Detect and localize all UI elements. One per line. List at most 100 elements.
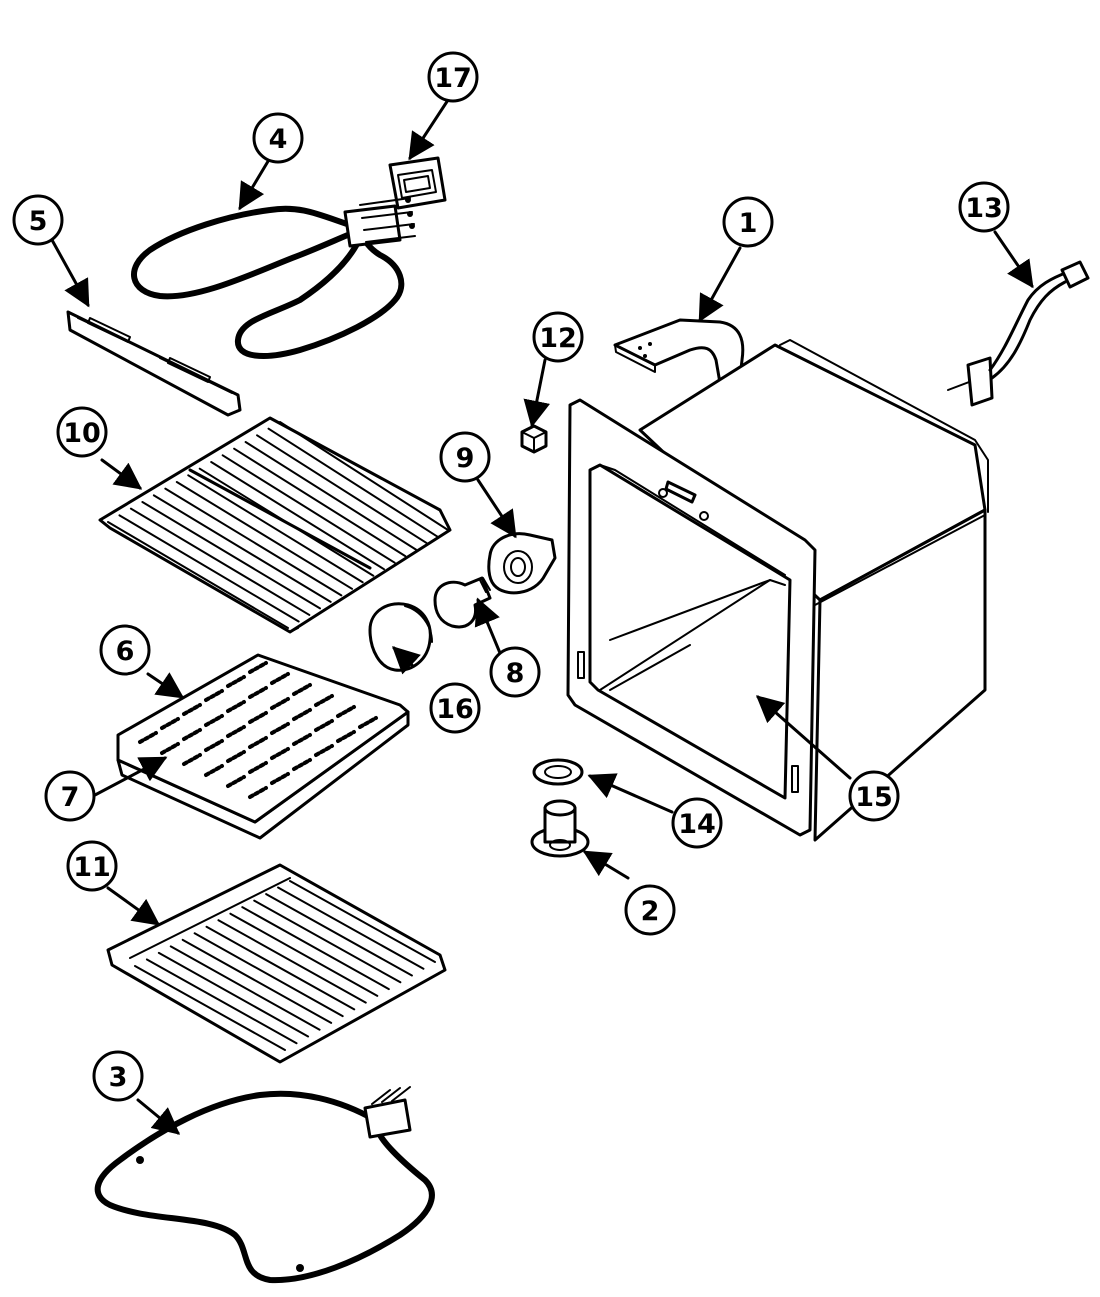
pan-slot [336,730,356,743]
callout-3: 3 [92,1050,144,1102]
rack-wire [256,434,428,545]
rack-wire [267,427,439,538]
callout-label: 10 [63,418,101,449]
rack-wire [277,886,425,970]
callout-label: 9 [456,443,475,474]
rack-wire [157,951,310,1038]
rack-wire [241,906,390,991]
rack-wire [289,880,436,963]
part-light-socket [487,532,557,595]
part-light-lens [368,602,433,672]
rack-wire [118,514,300,623]
callout-label: 17 [434,63,472,94]
rack-wire [164,487,343,597]
rack-wire [253,899,402,984]
pan-slot [248,786,268,799]
pan-slot [226,725,246,738]
rack-wire [210,461,385,571]
pan-slot [226,775,246,788]
pan-slot [182,753,202,766]
pan-slot [248,711,268,724]
rack-wire [141,501,321,610]
callout-5: 5 [12,194,64,246]
callout-label: 2 [641,896,660,927]
pan-slot [226,750,246,763]
pan-slot [292,708,312,721]
rack-wire [187,474,364,584]
part-gasket-ring [532,758,584,786]
pan-slot [336,705,356,718]
pan-slot [270,722,290,735]
pan-slot [248,661,268,674]
part-temperature-sensor [947,260,1090,407]
rack-wire [205,925,356,1011]
callout-1: 1 [722,196,774,248]
callout-14: 14 [671,797,723,849]
pan-slot [314,744,334,757]
callout-label: 12 [539,323,577,354]
rack-wire [279,421,449,531]
pan-slot [138,731,158,744]
pan-slot [270,697,290,710]
pan-slot [270,672,290,685]
pan-slot [204,739,224,752]
rack-wire [145,958,298,1045]
callout-label: 6 [116,636,135,667]
callout-17: 17 [427,51,479,103]
callout-label: 7 [61,782,80,813]
pan-slot [204,714,224,727]
pan-slot [248,686,268,699]
callout-label: 1 [739,208,758,239]
part-vent-duct [613,318,745,385]
part-broiler-pan [116,653,410,840]
callout-7: 7 [44,770,96,822]
pan-slot [160,742,180,755]
pan-slot [358,716,378,729]
pan-slot [248,736,268,749]
pan-slot [182,703,202,716]
pan-slot [160,717,180,730]
callout-13: 13 [958,181,1010,233]
callout-12: 12 [532,311,584,363]
pan-slot [292,758,312,771]
callout-10: 10 [56,406,108,458]
callout-16: 16 [429,682,481,734]
pan-slot [292,733,312,746]
rack-wire [193,932,344,1018]
part-broil-element [131,197,416,359]
part-small-cube [520,424,548,454]
pan-slot [270,747,290,760]
callout-label: 15 [855,782,893,813]
pan-slot [204,689,224,702]
rack-wire [107,521,289,629]
rack-wire [129,507,311,616]
rack-wire [221,454,396,564]
part-light-bulb [433,576,492,629]
rack-wire [233,447,407,558]
rack-wire [134,965,286,1051]
rack-wire [175,481,353,590]
rack-wire [169,945,321,1031]
callout-15: 15 [848,770,900,822]
rack-wire [265,893,413,977]
callout-label: 5 [29,206,48,237]
callout-label: 16 [436,694,474,725]
callout-label: 11 [73,852,111,883]
rack-wire [217,919,367,1004]
pan-slot [204,764,224,777]
leader-lines [50,98,1034,1135]
part-terminal-cover [388,156,447,210]
callout-9: 9 [439,431,491,483]
rack-wire [229,912,379,997]
part-bracket [66,310,242,417]
callout-2: 2 [624,884,676,936]
callout-label: 14 [678,809,716,840]
rack-wire [244,441,417,551]
callout-label: 8 [506,658,525,689]
pan-slot [182,728,202,741]
callout-label: 4 [269,124,288,155]
callout-8: 8 [489,646,541,698]
callout-6: 6 [99,624,151,676]
callout-4: 4 [252,112,304,164]
